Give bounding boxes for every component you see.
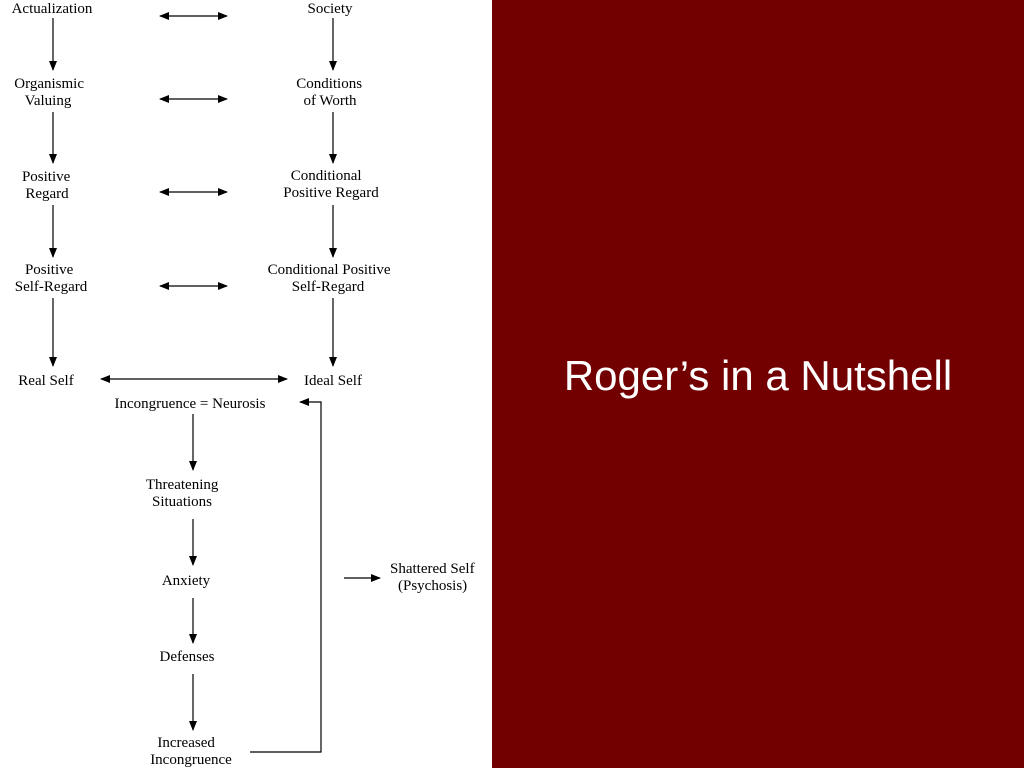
node-threatening-situations: Threatening Situations — [146, 477, 222, 510]
edge-increased-incongruence-loop — [250, 398, 322, 753]
node-positive-regard: Positive Regard — [22, 169, 74, 202]
node-conditional-positive-regard: Conditional Positive Regard — [283, 168, 379, 201]
node-conditional-positive-self-regard: Conditional Positive Self-Regard — [268, 262, 395, 295]
node-positive-self-regard: Positive Self-Regard — [15, 262, 88, 295]
diagram-panel: Actualization Society Organismic Valuing… — [0, 0, 492, 768]
slide-title: Roger’s in a Nutshell — [563, 352, 953, 399]
title-panel: Roger’s in a Nutshell — [492, 0, 1024, 768]
node-defenses: Defenses — [160, 649, 215, 665]
node-organismic-valuing: Organismic Valuing — [14, 76, 87, 109]
node-incongruence-neurosis: Incongruence = Neurosis — [115, 396, 266, 412]
node-conditions-of-worth: Conditions of Worth — [296, 76, 366, 109]
node-ideal-self: Ideal Self — [304, 373, 362, 389]
rogers-theory-diagram: Actualization Society Organismic Valuing… — [12, 1, 478, 768]
node-anxiety: Anxiety — [162, 573, 211, 589]
node-shattered-self: Shattered Self (Psychosis) — [390, 561, 478, 594]
node-real-self: Real Self — [18, 373, 73, 389]
node-increased-incongruence: Increased Incongruence — [150, 735, 232, 768]
node-actualization: Actualization — [12, 1, 93, 17]
node-society: Society — [308, 1, 353, 17]
